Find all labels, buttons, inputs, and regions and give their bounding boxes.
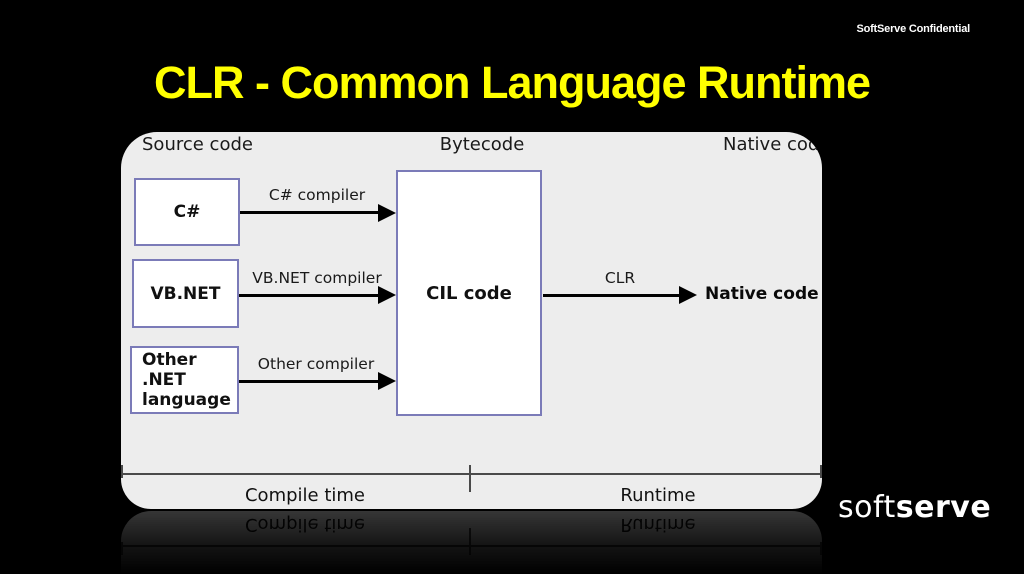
confidential-note: SoftServe Confidential: [856, 23, 970, 35]
reflection-compile-time-label: Compile time: [244, 514, 366, 535]
timeline-tick-center: [469, 465, 471, 492]
softserve-logo-light-part: soft: [838, 490, 896, 525]
cil-code-box: CIL code: [396, 170, 542, 416]
compile-time-label: Compile time: [244, 485, 366, 506]
panel-reflection-inner: Compile time Runtime: [121, 511, 822, 574]
vbnet-box: VB.NET: [132, 259, 239, 328]
csharp-compiler-arrow-line: [240, 211, 380, 214]
clr-arrow-line: [543, 293, 680, 297]
other-language-box: Other .NET language: [130, 346, 239, 414]
other-compiler-arrow-line: [239, 379, 380, 383]
csharp-compiler-arrow-label: C# compiler: [268, 186, 366, 204]
softserve-logo-bold-part: serve: [895, 490, 992, 525]
slide-title: CLR - Common Language Runtime: [154, 57, 871, 108]
other-compiler-arrow-head-icon: [378, 372, 396, 390]
reflection-timeline-axis: [121, 545, 822, 547]
column-header-source-code: Source code: [142, 134, 253, 155]
reflection-tick-right: [820, 542, 822, 555]
native-code-result-label: Native code: [705, 284, 819, 304]
column-header-native-code: Native code: [723, 134, 822, 155]
clr-arrow-head-icon: [679, 286, 697, 304]
csharp-compiler-arrow-head-icon: [378, 203, 396, 222]
other-language-box-label: Other .NET language: [142, 350, 237, 410]
clr-diagram-panel: Source code Bytecode Native code C# VB.N…: [121, 132, 822, 509]
vbnet-compiler-arrow-head-icon: [378, 286, 396, 304]
panel-reflection: Compile time Runtime: [121, 511, 822, 574]
clr-arrow-label: CLR: [604, 269, 636, 287]
csharp-box: C#: [134, 178, 240, 246]
vbnet-box-label: VB.NET: [150, 283, 221, 304]
other-language-line2: language: [142, 390, 231, 410]
reflection-tick-left: [121, 542, 123, 555]
timeline-tick-right: [820, 465, 822, 478]
reflection-tick-center: [469, 528, 471, 555]
vbnet-compiler-arrow-label: VB.NET compiler: [252, 269, 382, 287]
softserve-logo: softserve: [838, 490, 991, 525]
other-language-line1: Other .NET: [142, 350, 197, 390]
timeline-tick-left: [121, 465, 123, 478]
other-compiler-arrow-label: Other compiler: [257, 355, 375, 373]
reflection-runtime-label: Runtime: [620, 514, 696, 535]
column-header-bytecode: Bytecode: [439, 134, 525, 155]
cil-code-box-label: CIL code: [426, 282, 512, 304]
runtime-label: Runtime: [620, 485, 696, 506]
vbnet-compiler-arrow-line: [239, 293, 380, 297]
timeline-axis: [121, 473, 822, 475]
csharp-box-label: C#: [173, 202, 201, 222]
